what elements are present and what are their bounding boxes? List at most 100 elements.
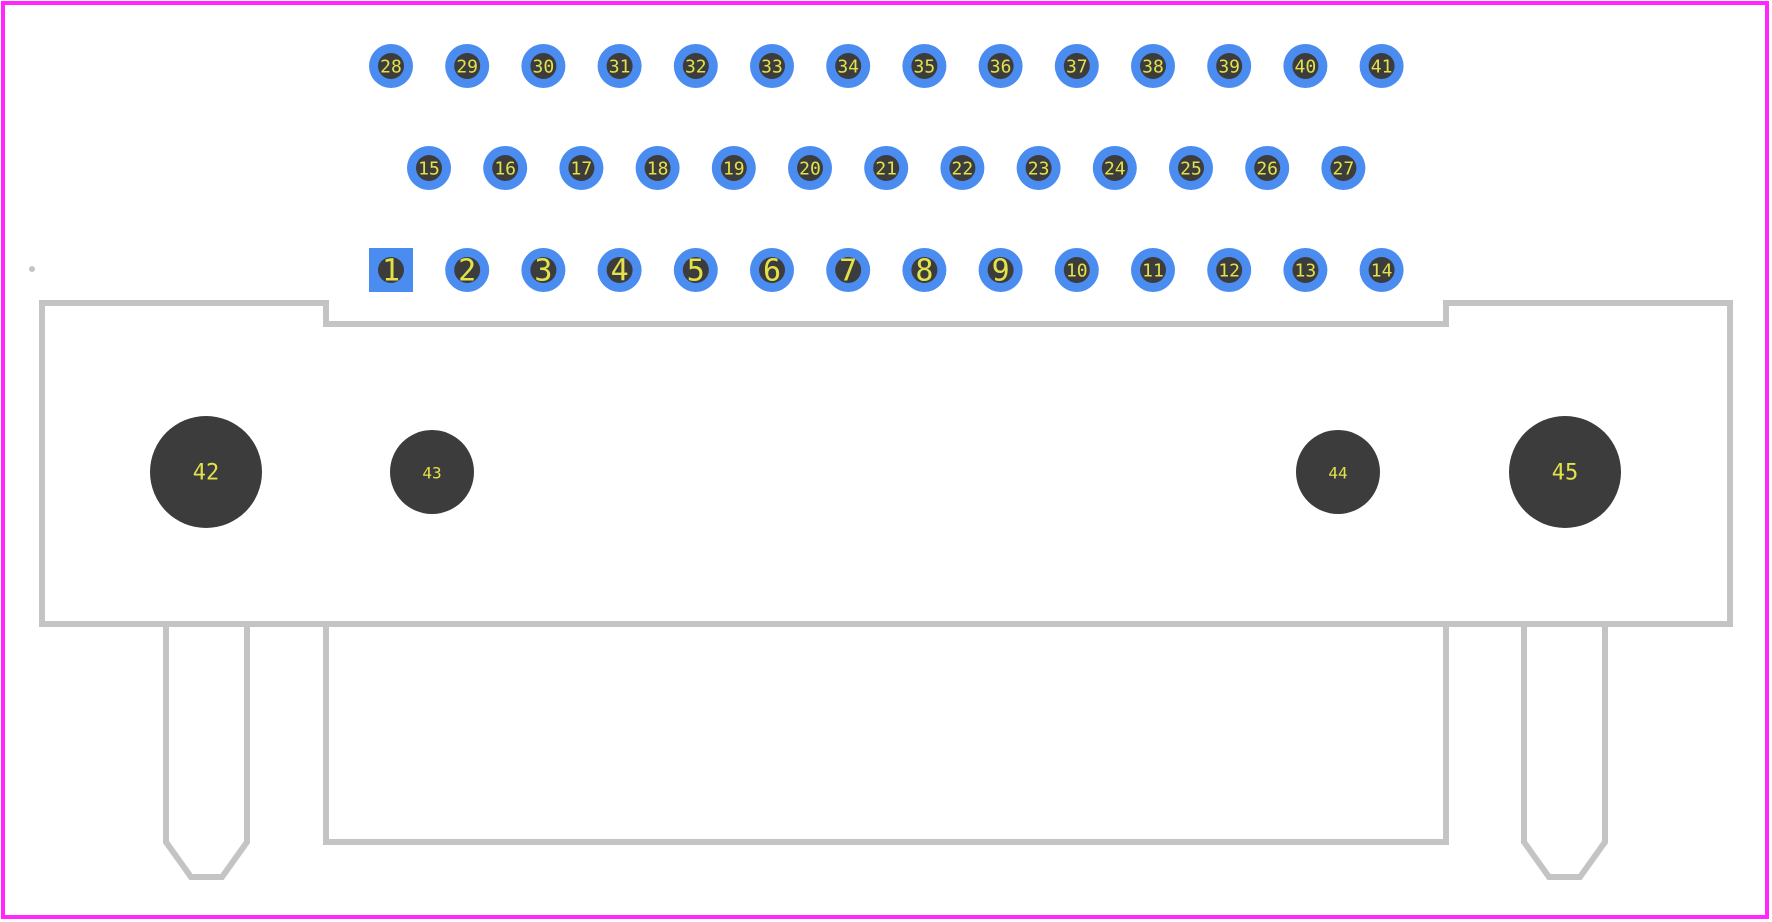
pad-29: 29 [445, 44, 490, 88]
pad-14: 14 [1359, 248, 1404, 292]
pad-drill-hole [644, 155, 671, 181]
pin-number-label: 36 [990, 57, 1012, 78]
pin-number-label: 32 [685, 57, 707, 78]
pad-4: 4 [597, 248, 642, 292]
pad-drill-hole [1101, 155, 1128, 181]
mounting-hole-drill [150, 416, 262, 528]
pin-number-label: 39 [1218, 57, 1240, 78]
pin-number-label: 11 [1142, 261, 1164, 282]
mounting-hole-44: 44 [1296, 430, 1380, 514]
pad-drill-hole [720, 155, 747, 181]
pin-number-label: 35 [914, 57, 936, 78]
pad-drill-hole [1254, 155, 1281, 181]
pin-number-label: 26 [1256, 159, 1278, 180]
pad-drill-hole [1330, 155, 1357, 181]
pad-drill-hole [682, 257, 709, 283]
mounting-hole-drill [1509, 416, 1621, 528]
pad-drill-hole [416, 155, 442, 181]
pad-drill-hole [1025, 155, 1052, 181]
pin-number-label: 24 [1104, 159, 1126, 180]
pin-number-label: 10 [1066, 261, 1088, 282]
pad-36: 36 [978, 44, 1023, 88]
mounting-hole-label: 44 [1328, 464, 1347, 483]
mounting-hole-42: 42 [150, 416, 262, 528]
pad-17: 17 [559, 146, 604, 190]
mounting-hole-drill [390, 430, 474, 514]
pad-drill-hole [568, 155, 595, 181]
pad-20: 20 [788, 146, 832, 190]
pad-1: 1 [369, 248, 413, 292]
pad-drill-hole [1292, 53, 1319, 79]
pin-number-label: 27 [1333, 159, 1355, 180]
pin-number-label: 13 [1295, 261, 1317, 282]
pin-number-label: 29 [456, 57, 478, 78]
pad-drill-hole [1216, 257, 1243, 283]
pad-drill-hole [759, 257, 785, 283]
connector-body-outline [39, 300, 1733, 627]
pad-drill-hole [378, 53, 404, 79]
pin-number-label: 16 [494, 159, 516, 180]
pad-6: 6 [750, 248, 794, 292]
pad-drill-hole [1178, 155, 1204, 181]
pad-drill-hole [454, 257, 481, 283]
pin-number-label: 14 [1371, 261, 1393, 282]
pad-33: 33 [750, 44, 794, 88]
pad-24: 24 [1092, 146, 1137, 190]
pin-number-label: 23 [1028, 159, 1050, 180]
pad-25: 25 [1169, 146, 1213, 190]
pad-27: 27 [1321, 146, 1366, 190]
pad-37: 37 [1054, 44, 1099, 88]
pin1-indicator-dot [29, 266, 35, 272]
mounting-hole-43: 43 [390, 430, 474, 514]
pad-32: 32 [673, 44, 718, 88]
pad-drill-hole [606, 257, 633, 283]
mounting-hole-label: 43 [422, 464, 441, 483]
pad-39: 39 [1207, 44, 1252, 88]
pin-number-label: 17 [571, 159, 593, 180]
pad-drill-hole [797, 155, 823, 181]
pad-drill-hole [987, 257, 1014, 283]
pin-number-label: 20 [799, 159, 821, 180]
pad-drill-hole [873, 155, 900, 181]
connector-shell-outline [323, 624, 1449, 845]
pad-15: 15 [407, 146, 451, 190]
pad-28: 28 [369, 44, 413, 88]
left-board-lock-outline [163, 624, 250, 880]
mounting-hole-drill [1296, 430, 1380, 514]
pad-19: 19 [711, 146, 756, 190]
pad-drill-hole [530, 53, 557, 79]
pad-drill-hole [911, 257, 938, 283]
pad-38: 38 [1131, 44, 1175, 88]
pad-drill-hole [1368, 257, 1395, 283]
mounting-hole-45: 45 [1509, 416, 1621, 528]
pad-drill-hole [682, 53, 709, 79]
pad-23: 23 [1016, 146, 1061, 190]
pad-41: 41 [1359, 44, 1404, 88]
pin-number-label: 9 [992, 254, 1010, 289]
pad-drill-hole [911, 53, 938, 79]
pad-drill-hole [530, 257, 557, 283]
pad-drill-hole [1063, 53, 1090, 79]
pad-34: 34 [826, 44, 871, 88]
pin-number-label: 12 [1218, 261, 1240, 282]
pin-number-label: 31 [609, 57, 631, 78]
pad-drill-hole [1292, 257, 1319, 283]
pin-number-label: 37 [1066, 57, 1088, 78]
pin-number-label: 2 [458, 254, 476, 289]
pad-35: 35 [902, 44, 947, 88]
pin-number-label: 40 [1295, 57, 1317, 78]
pad-drill-hole [1140, 257, 1166, 283]
pin-number-label: 6 [763, 254, 781, 289]
pin-number-label: 21 [875, 159, 897, 180]
pin-number-label: 34 [837, 57, 859, 78]
pin-number-label: 18 [647, 159, 669, 180]
pad-drill-hole [835, 53, 862, 79]
pin-number-label: 15 [418, 159, 440, 180]
pad-26: 26 [1245, 146, 1290, 190]
pad-11: 11 [1131, 248, 1175, 292]
pad-drill-hole [1063, 257, 1090, 283]
pin-number-label: 19 [723, 159, 745, 180]
pad-13: 13 [1283, 248, 1328, 292]
